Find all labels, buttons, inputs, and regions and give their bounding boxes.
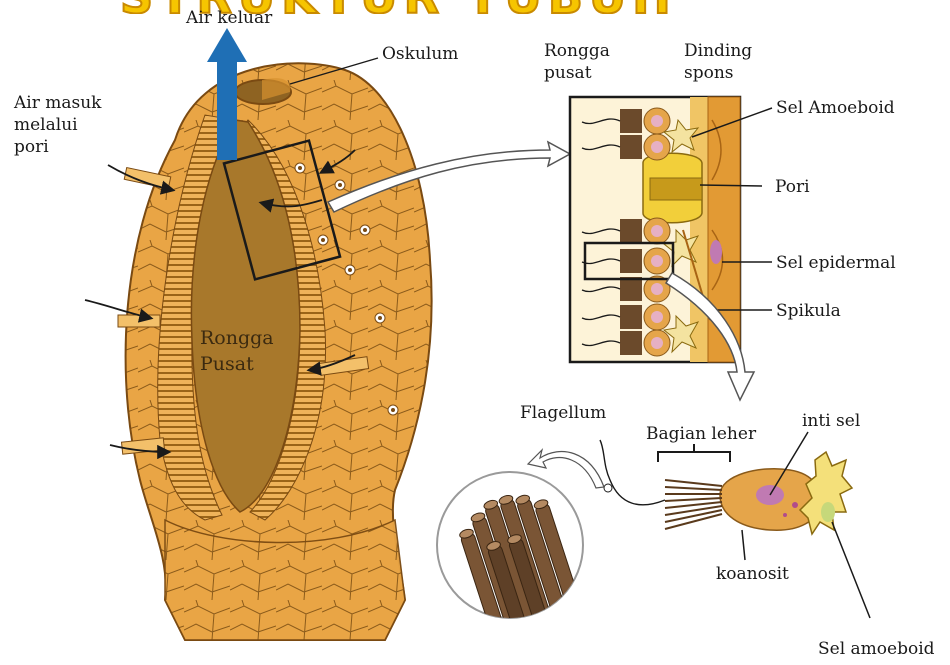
label-spikula: Spikula — [776, 300, 841, 322]
sponge-body — [118, 63, 432, 640]
label-sel-epidermal: Sel epidermal — [776, 252, 896, 274]
collar — [665, 480, 722, 529]
bagian-leher-bracket — [658, 444, 730, 462]
label-air-keluar: Air keluar — [186, 7, 272, 29]
flagellum-line — [600, 440, 665, 505]
label-dinding-spons: Dinding spons — [684, 40, 752, 84]
label-sel-amoeboid-top: Sel Amoeboid — [776, 97, 895, 119]
label-oskulum: Oskulum — [382, 43, 458, 65]
label-koanosit: koanosit — [716, 563, 789, 585]
label-pori: Pori — [775, 176, 810, 198]
label-rongga-pusat-panel: Rongga pusat — [544, 40, 610, 84]
label-sel-amoeboid-bottom: Sel amoeboid — [818, 638, 935, 660]
label-rongga-pusat-body: Rongga Pusat — [200, 325, 274, 377]
choanocyte-enlarged — [600, 440, 852, 534]
flagellum-cross-section — [437, 472, 589, 660]
label-bagian-leher: Bagian leher — [646, 423, 756, 445]
label-air-masuk: Air masuk melalui pori — [14, 92, 101, 158]
label-flagellum: Flagellum — [520, 402, 606, 424]
label-inti-sel: inti sel — [802, 410, 860, 432]
